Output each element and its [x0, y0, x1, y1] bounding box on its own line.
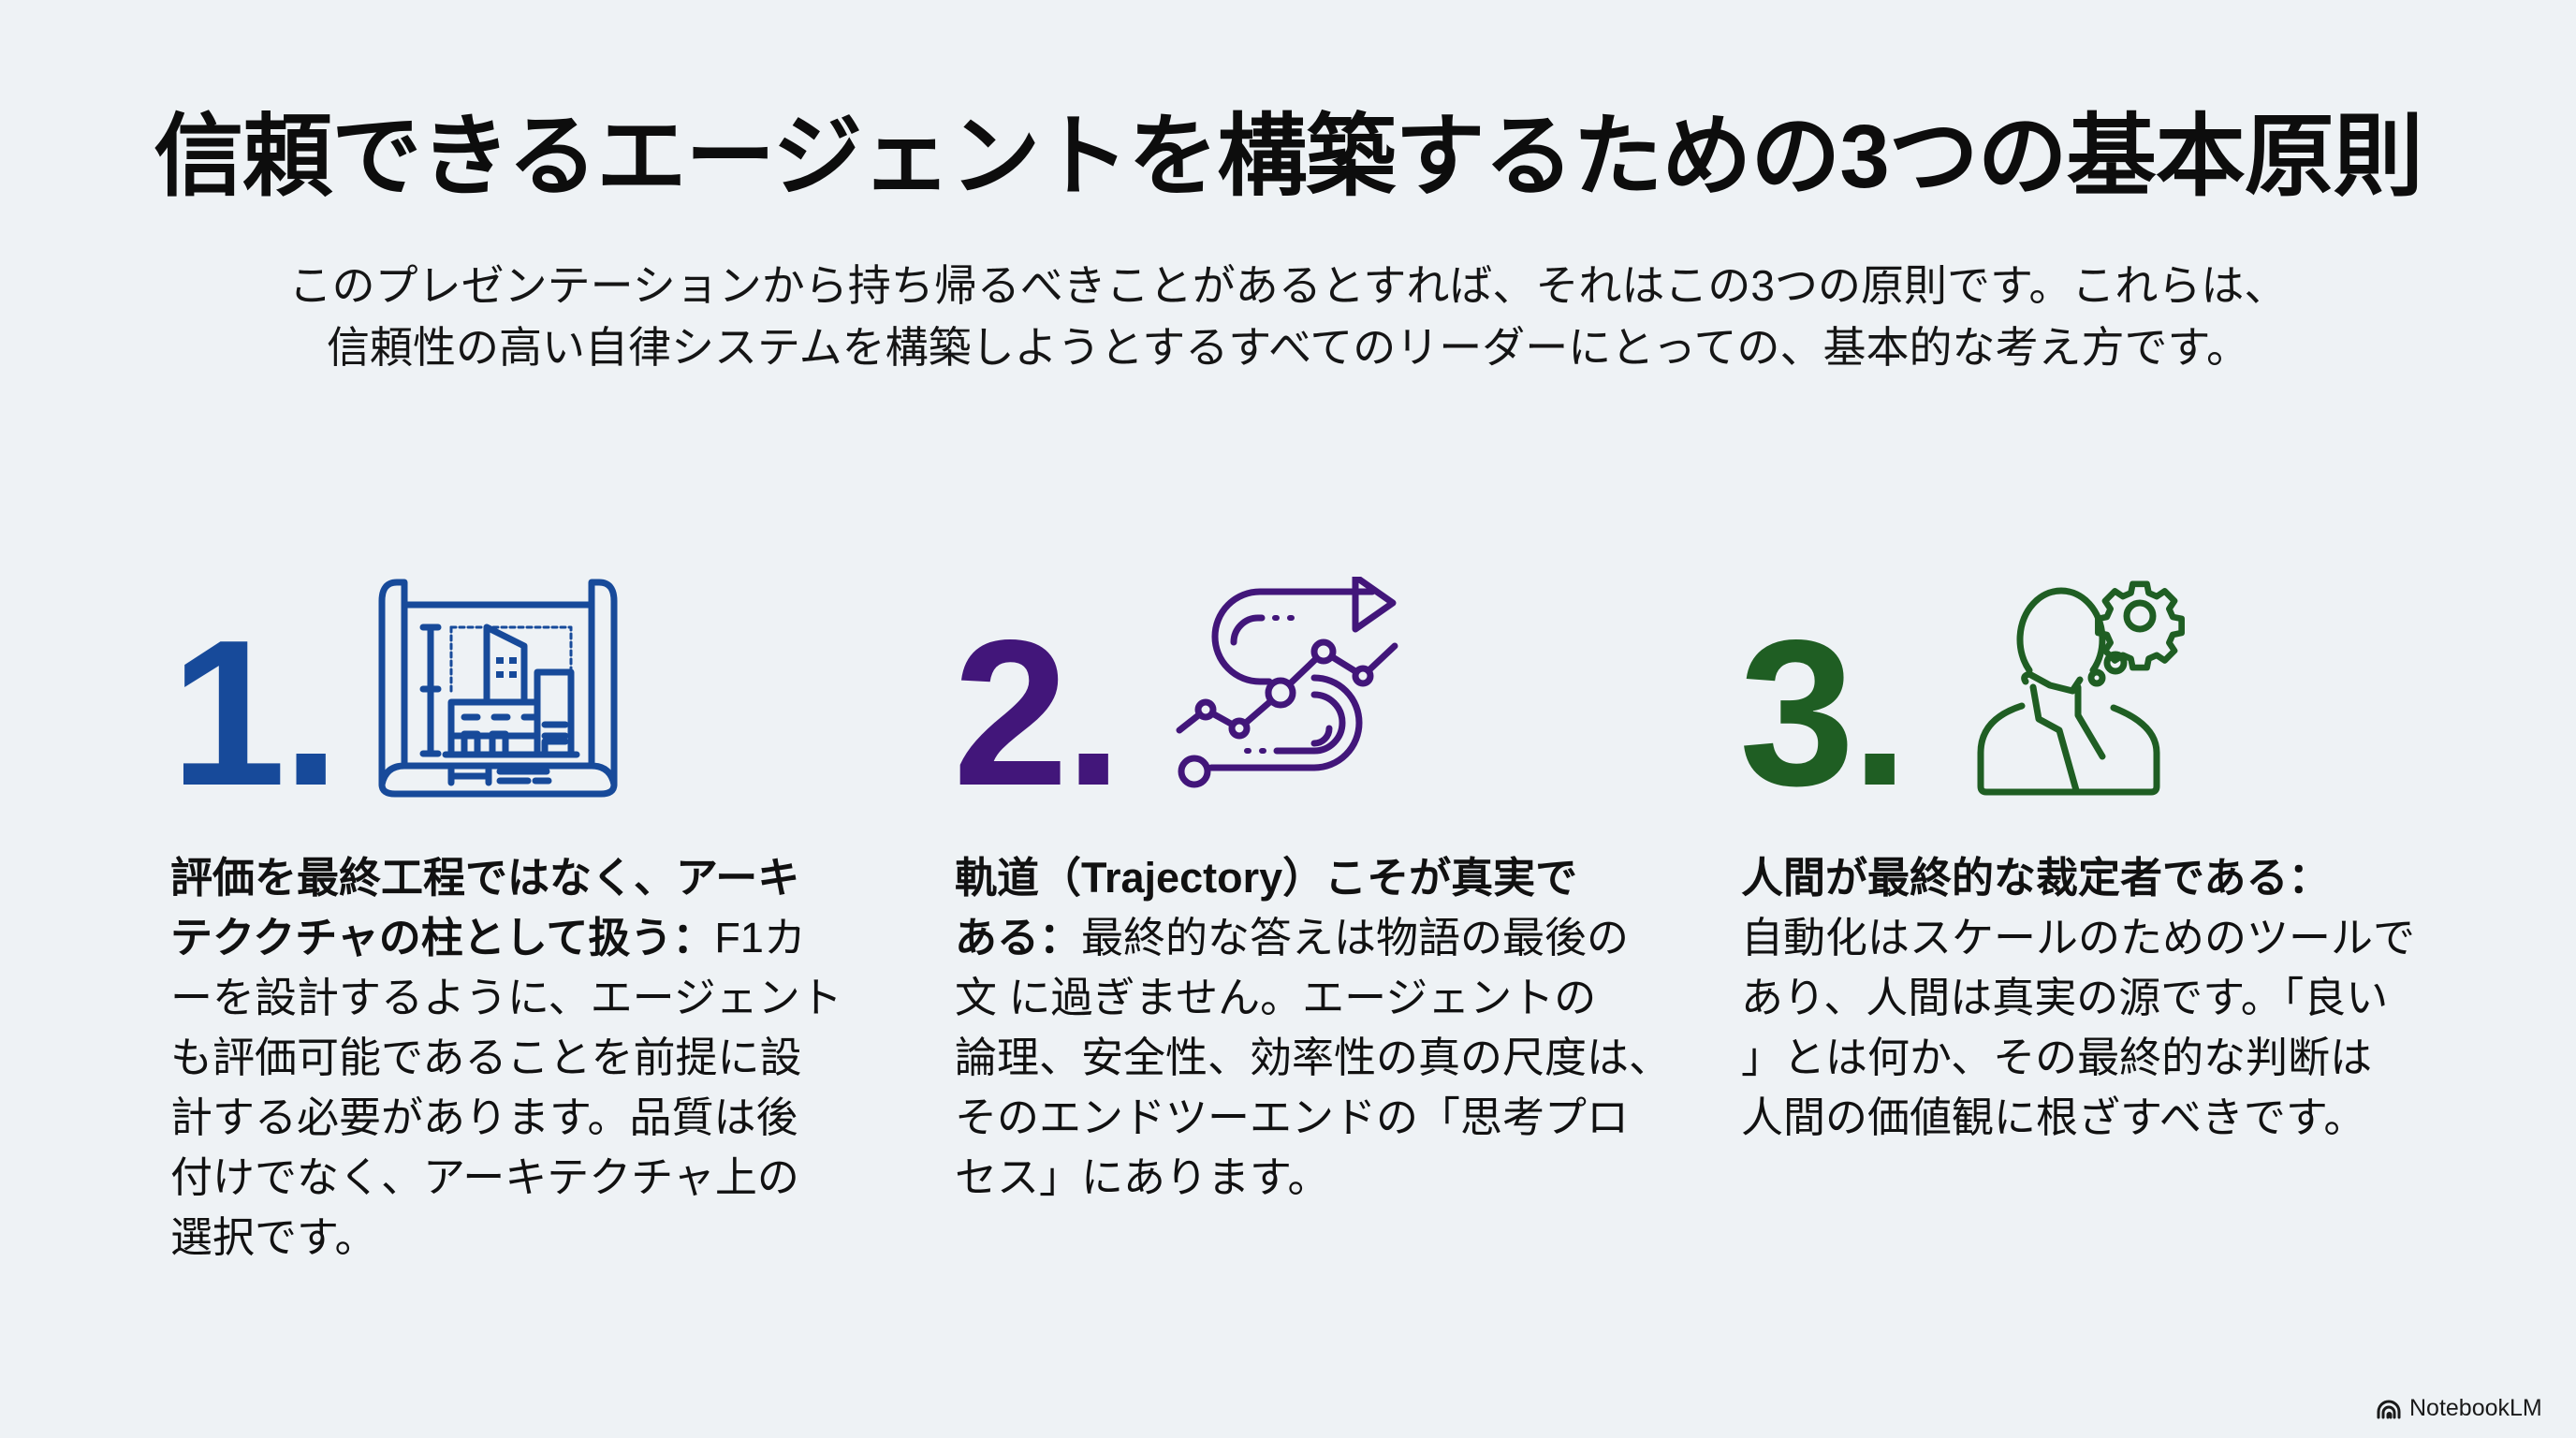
slide-title: 信頼できるエージェントを構築するための3つの基本原則: [154, 107, 2423, 207]
principle-3-line: 人間の価値観に根ざすべきです。: [1741, 1093, 2366, 1141]
principle-1-line: も評価可能であることを前提に設: [170, 1034, 802, 1081]
principle-2-line: 文 に過ぎません。エージェントの: [955, 974, 1597, 1021]
principle-3-text: 人間が最終的な裁定者である： 自動化はスケールのためのツールで あり、人間は真実…: [1741, 848, 2471, 1148]
principle-3-line: 自動化はスケールのためのツールで: [1741, 914, 2416, 961]
principle-2-text: 軌道（Trajectory）こそが真実で ある：最終的な答えは物語の最後の 文 …: [955, 848, 1685, 1208]
principle-2-line: セス」にあります。: [955, 1153, 1330, 1201]
principle-1-text: 評価を最終工程ではなく、アーキ テククチャの柱として扱う：F1カ ーを設計するよ…: [170, 848, 900, 1268]
principle-1-line: テククチャの柱として扱う：F1カ: [170, 914, 806, 961]
blueprint-building-icon: [376, 577, 620, 802]
subtitle-line-1: このプレゼンテーションから持ち帰るべきことがあるとすれば、それはこの3つの原則で…: [288, 261, 2288, 310]
principle-2-number: 2.: [953, 597, 1122, 829]
notebooklm-logo-text: NotebookLM: [2409, 1395, 2542, 1421]
principle-1-line: 選択です。: [170, 1213, 377, 1261]
thinking-person-gear-icon: [1975, 577, 2190, 802]
principle-1-line: 計する必要があります。品質は後: [170, 1093, 798, 1141]
principle-3-number: 3.: [1739, 597, 1909, 829]
principle-1-line: 付けでなく、アーキテクチャ上の: [170, 1153, 799, 1201]
principle-1-number: 1.: [170, 597, 340, 829]
principle-1-line: 評価を最終工程ではなく、アーキ: [170, 854, 800, 902]
trajectory-path-icon: [1176, 573, 1400, 802]
principle-2-line: 論理、安全性、効率性の真の尺度は、: [955, 1034, 1672, 1081]
principle-2-line: ある：最終的な答えは物語の最後の: [955, 914, 1630, 961]
principle-3-line: あり、人間は真実の源です。「良い: [1741, 974, 2389, 1021]
principle-2-line: 軌道（Trajectory）こそが真実で: [955, 854, 1578, 902]
principle-2-line: そのエンドツーエンドの「思考プロ: [955, 1093, 1630, 1141]
principle-3-line: 人間が最終的な裁定者である：: [1741, 854, 2331, 902]
principle-1-line: ーを設計するように、エージェント: [170, 974, 842, 1021]
notebooklm-logo-icon: [2377, 1400, 2401, 1418]
principle-3-line: 」とは何か、その最終的な判断は: [1741, 1034, 2373, 1081]
slide-subtitle: このプレゼンテーションから持ち帰るべきことがあるとすれば、それはこの3つの原則で…: [0, 255, 2576, 378]
subtitle-line-2: 信頼性の高い自律システムを構築しようとするすべてのリーダーにとっての、基本的な考…: [327, 323, 2249, 372]
notebooklm-logo: NotebookLM: [2376, 1395, 2542, 1422]
